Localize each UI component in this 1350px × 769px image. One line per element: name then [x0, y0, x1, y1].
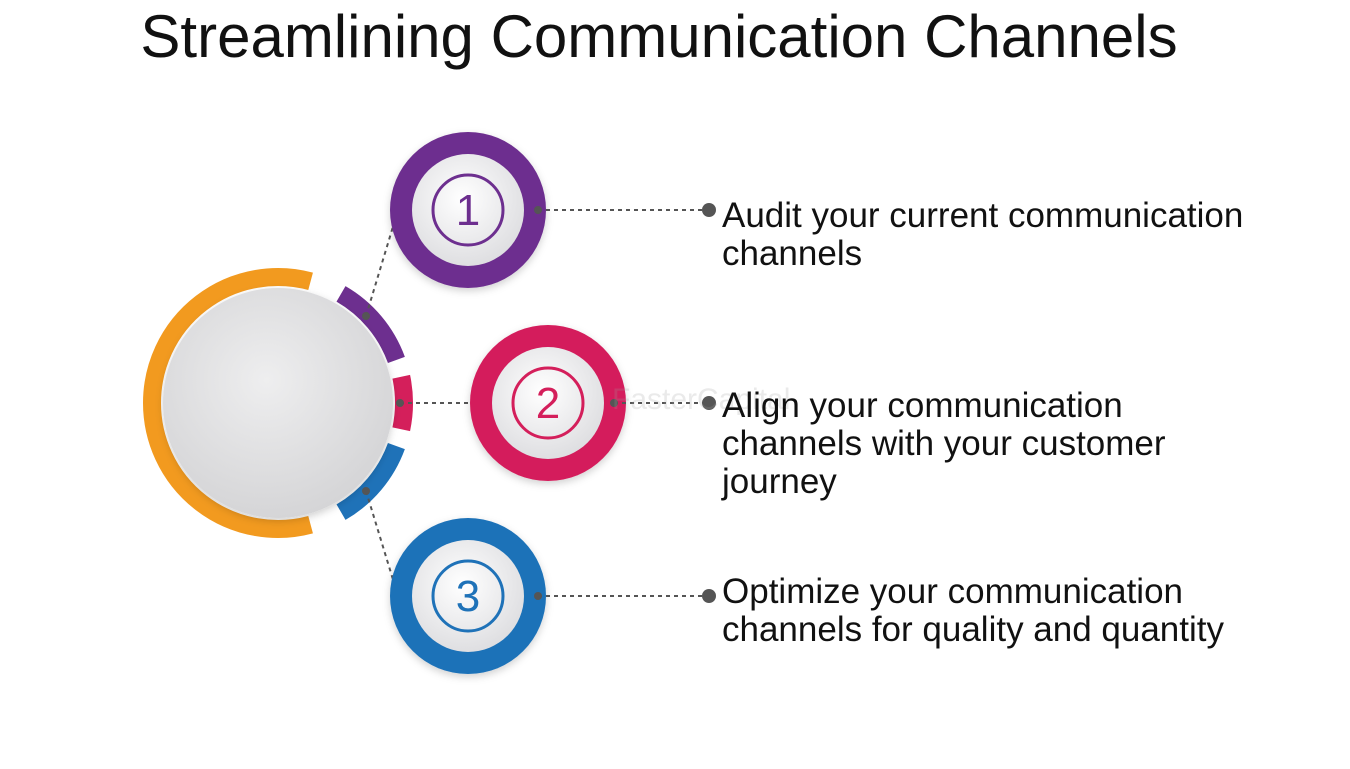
step-3-text: Optimize your communication channels for… [722, 572, 1224, 649]
page-title: Streamlining Communication Channels [140, 3, 1178, 70]
step-1-number: 1 [456, 186, 480, 235]
step-1-inner-disc [412, 154, 524, 266]
step-3-number-ring [431, 559, 505, 633]
hub-segment-1 [336, 286, 405, 364]
step-1-text: Audit your current communication channel… [722, 196, 1244, 273]
text-connector-dot [534, 206, 542, 214]
hub-connector-dot [362, 487, 370, 495]
hub-orange-ring [143, 268, 313, 538]
hub-disc [163, 288, 393, 518]
step-1-node: 1 [390, 132, 546, 288]
step-1-number-ring [431, 173, 505, 247]
hub [143, 268, 413, 538]
step-2-number: 2 [536, 379, 560, 428]
step-3-inner-disc [412, 540, 524, 652]
text-connectors [534, 203, 716, 603]
hub-connector-dot [362, 312, 370, 320]
watermark-logo: FasterCapital [612, 383, 791, 416]
step-2-text: Align your communication channels with y… [722, 386, 1166, 501]
hub-connector-1 [365, 209, 399, 317]
step-2-inner-disc [492, 347, 604, 459]
hub-connector-dot [396, 399, 404, 407]
text-connector-dot [534, 592, 542, 600]
hub-segment-2 [392, 374, 413, 432]
text-connector-end-dot [702, 396, 716, 410]
hub-segment-3 [336, 442, 405, 520]
step-3-number: 3 [456, 572, 480, 621]
text-connector-end-dot [702, 589, 716, 603]
step-2-node: 2 [470, 325, 626, 481]
step-2-number-ring [511, 366, 585, 440]
step-3-node: 3 [390, 518, 546, 674]
text-connector-end-dot [702, 203, 716, 217]
text-connector-dot [610, 399, 618, 407]
